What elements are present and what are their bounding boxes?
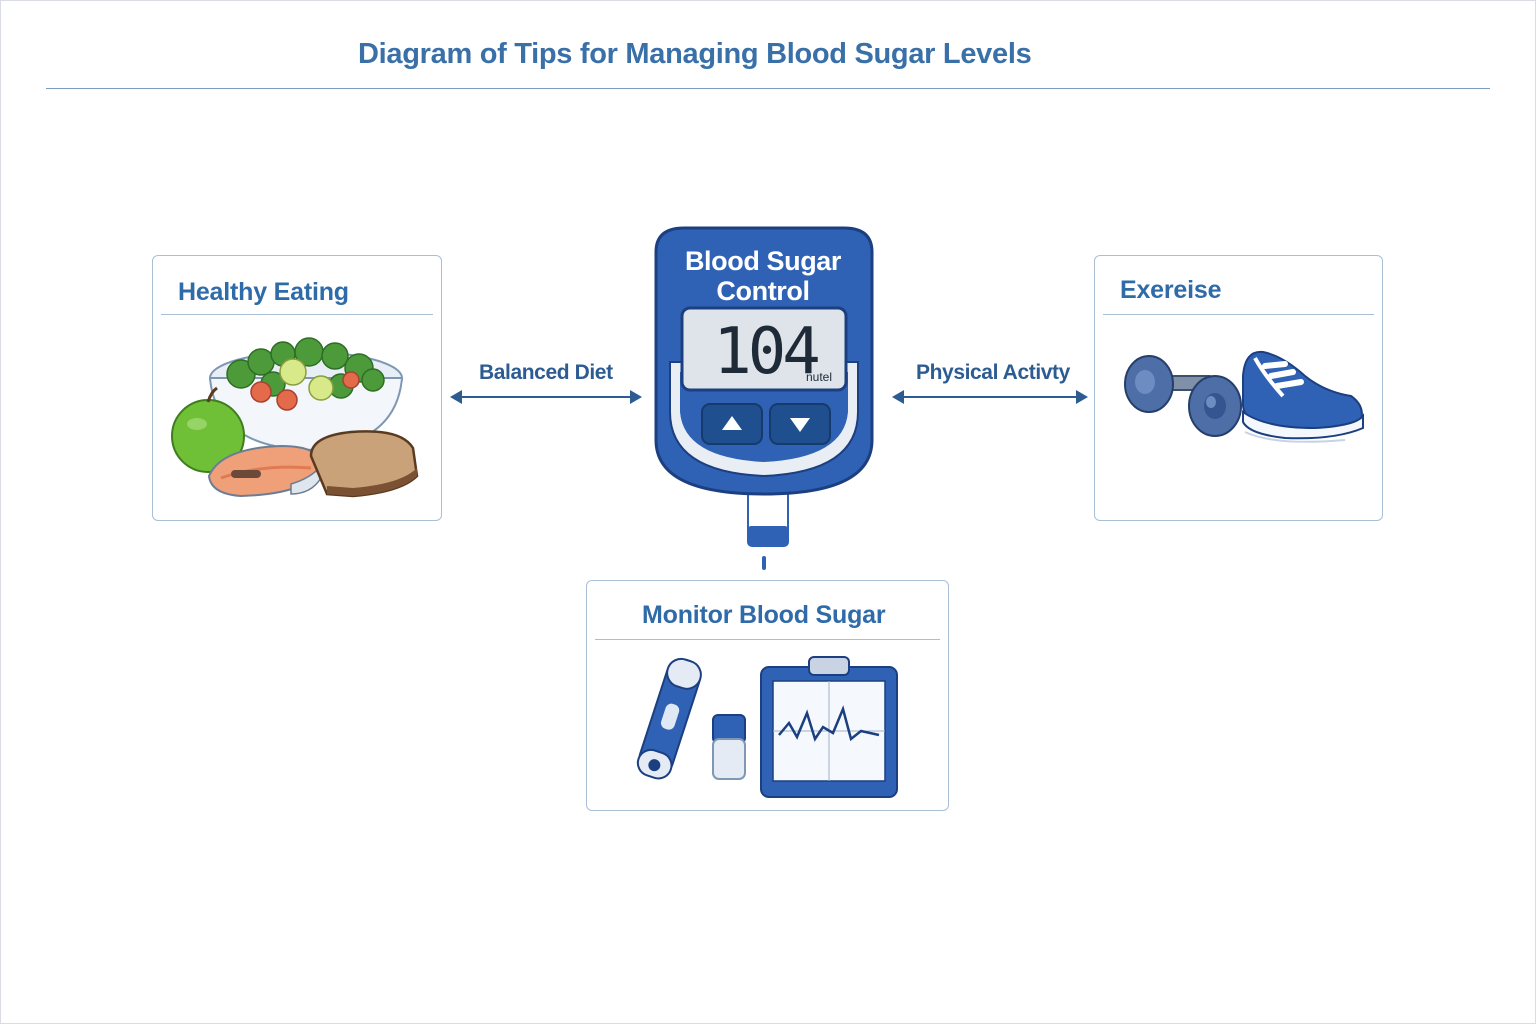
meter-title-line1: Blood Sugar	[684, 246, 842, 276]
card-header	[161, 256, 433, 315]
card-monitor-blood-sugar: Monitor Blood Sugar	[586, 580, 949, 811]
meter-title-line2: Control	[716, 276, 810, 306]
card-title-exercise: Exereise	[1120, 276, 1222, 304]
title-divider	[46, 88, 1490, 89]
dumbbell-sneaker-icon	[1124, 350, 1364, 443]
meter-reading: 104	[713, 315, 821, 389]
card-exercise: Exereise	[1094, 255, 1383, 521]
link-label-activity: Physical Activty	[916, 361, 1070, 384]
card-healthy-eating: Healthy Eating	[152, 255, 442, 521]
meter-title: Blood Sugar Control	[640, 246, 886, 306]
card-header	[595, 581, 940, 640]
salad-bowl-icon	[171, 337, 419, 498]
card-title-healthy-eating: Healthy Eating	[178, 278, 349, 306]
meter-unit: nutel	[806, 370, 833, 384]
page-title: Diagram of Tips for Managing Blood Sugar…	[358, 38, 1032, 70]
glucose-meter-icon	[654, 226, 874, 570]
lancet-clipboard-icon	[636, 656, 898, 798]
connector-diet	[450, 390, 642, 404]
card-header	[1103, 256, 1374, 315]
link-label-diet: Balanced Diet	[479, 361, 613, 384]
connector-activity	[892, 390, 1088, 404]
card-title-monitor: Monitor Blood Sugar	[642, 601, 886, 629]
